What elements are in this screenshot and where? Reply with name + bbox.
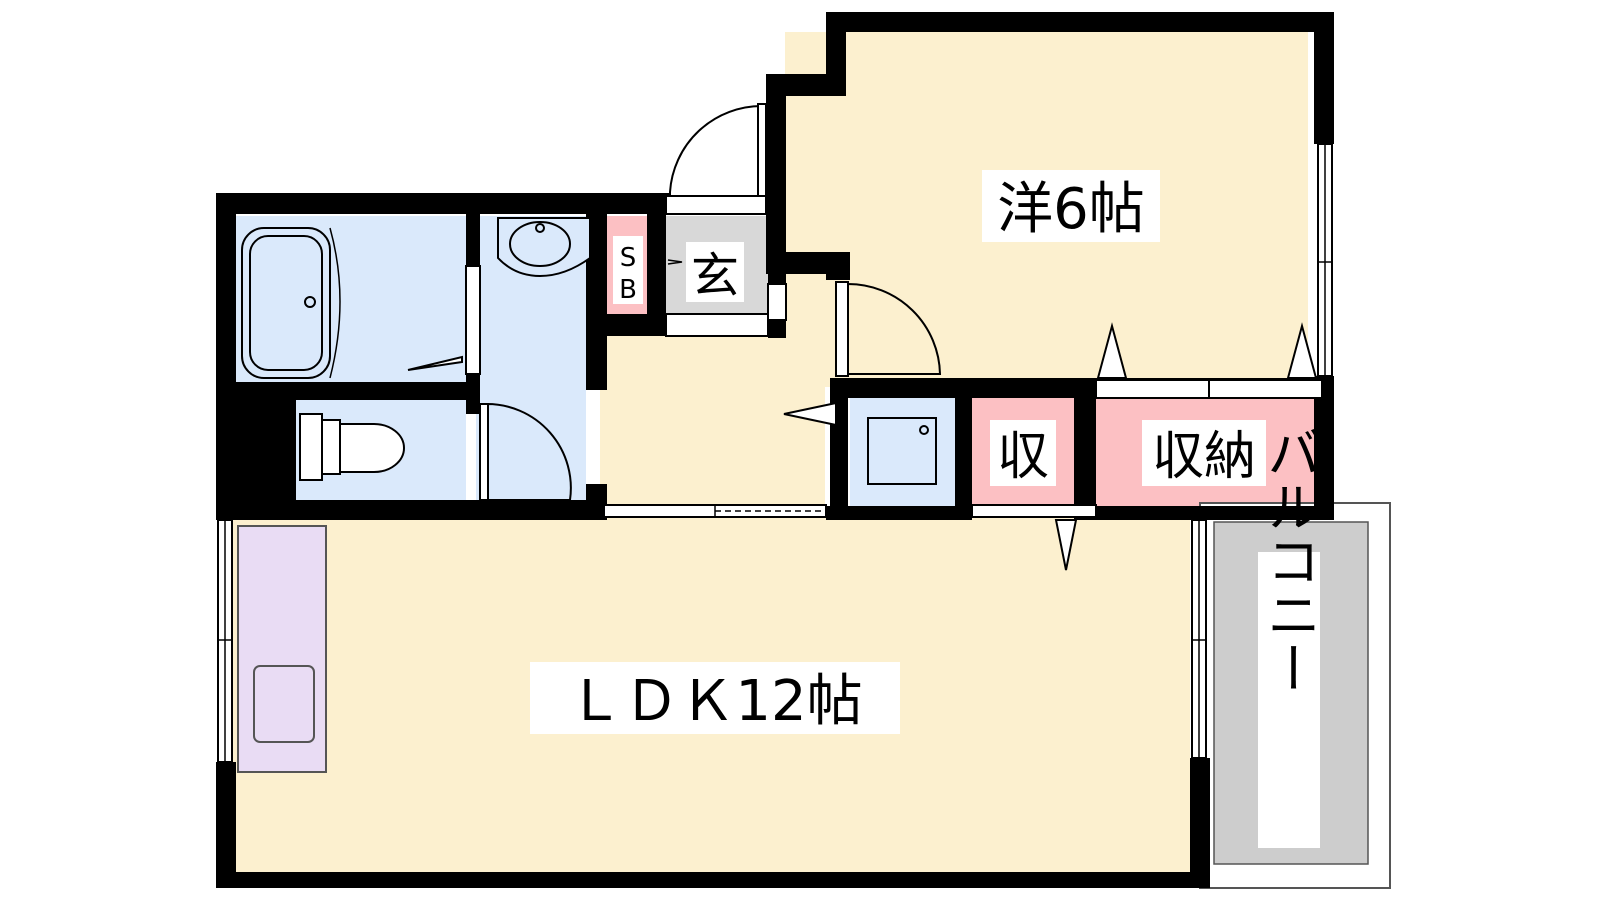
toilet: [299, 413, 405, 481]
walls: [216, 12, 1334, 888]
ldk-label: ＬＤＫ12帖: [567, 669, 862, 734]
label-entrance: 玄: [686, 242, 744, 304]
closet-doors: [1095, 379, 1323, 399]
closet-small-label: 収: [997, 427, 1049, 487]
laundry-floor: [850, 398, 955, 506]
bathroom-floor: [236, 216, 466, 382]
shoe-box-label-b: B: [619, 275, 637, 305]
label-closet-small: 収: [990, 420, 1056, 487]
balcony-label: バルコニー: [1258, 425, 1321, 695]
bathtub: [241, 227, 341, 379]
label-ldk: ＬＤＫ12帖: [530, 662, 900, 734]
window-details: [218, 144, 1332, 762]
western-room-label: 洋6帖: [997, 177, 1145, 242]
shoe-box-label-s: S: [620, 243, 637, 273]
label-balcony: バルコニー: [1258, 425, 1321, 848]
opening-markers: [407, 322, 1318, 571]
doors: [485, 104, 942, 501]
label-closet: 収納: [1142, 420, 1266, 487]
sink: [253, 665, 315, 743]
washing-machine-pan: [867, 417, 937, 485]
label-shoe-box: S B SB: [613, 236, 643, 305]
washbasin: [497, 217, 591, 278]
entrance-label: 玄: [691, 248, 739, 304]
label-western-room: 洋6帖: [982, 170, 1160, 242]
entrance-step-mark: [667, 259, 683, 265]
closet-label: 収納: [1152, 427, 1256, 487]
door-leaves: [465, 103, 849, 501]
